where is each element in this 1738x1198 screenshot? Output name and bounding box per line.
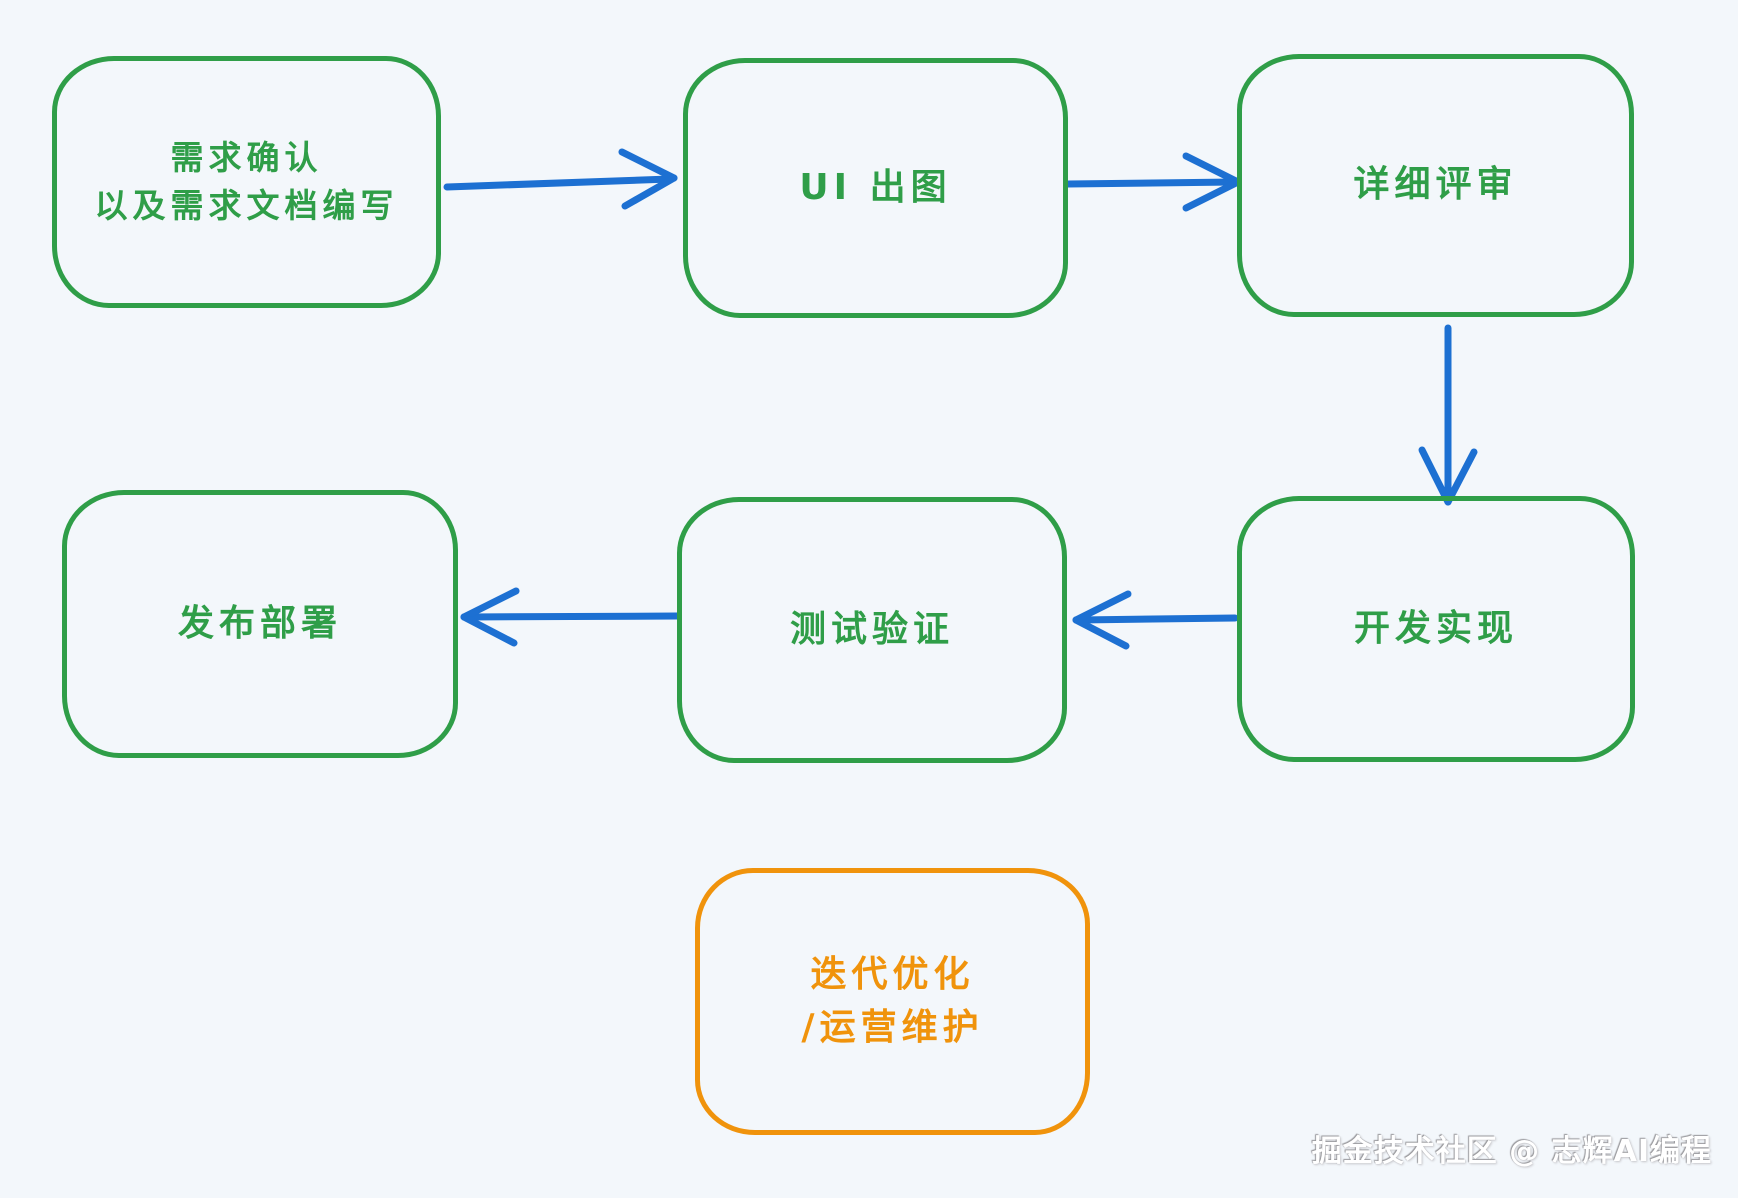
node-detailed-review-label: 详细评审 — [1353, 159, 1517, 211]
node-label-line: 迭代优化 — [810, 954, 975, 996]
node-label-line: 测试验证 — [789, 608, 954, 650]
node-ui-design[interactable]: UI 出图 — [683, 58, 1068, 318]
arrow-testing-to-deployment[interactable] — [460, 587, 681, 647]
node-iteration[interactable]: 迭代优化 /运营维护 — [695, 868, 1090, 1135]
node-label-line: /运营维护 — [801, 1006, 984, 1048]
node-label-line: 详细评审 — [1353, 164, 1518, 206]
node-requirements[interactable]: 需求确认 以及需求文档编写 — [52, 56, 441, 308]
node-label-line: UI 出图 — [799, 166, 952, 208]
node-label-line: 以及需求文档编写 — [94, 186, 399, 225]
node-detailed-review[interactable]: 详细评审 — [1237, 54, 1634, 317]
node-deployment-label: 发布部署 — [178, 598, 342, 650]
node-testing-label: 测试验证 — [790, 604, 954, 656]
arrow-requirements-to-ui-design[interactable] — [443, 148, 678, 210]
node-requirements-label: 需求确认 以及需求文档编写 — [95, 134, 399, 230]
node-deployment[interactable]: 发布部署 — [62, 490, 458, 758]
node-testing[interactable]: 测试验证 — [677, 497, 1067, 763]
node-label-line: 需求确认 — [170, 138, 323, 178]
watermark: 掘金技术社区 @ 志辉AI编程 — [1311, 1134, 1712, 1169]
node-label-line: 发布部署 — [177, 602, 342, 644]
arrow-ui-design-to-detailed-review[interactable] — [1064, 152, 1242, 212]
node-development[interactable]: 开发实现 — [1237, 496, 1635, 762]
node-iteration-label: 迭代优化 /运营维护 — [801, 949, 983, 1053]
arrow-development-to-testing[interactable] — [1072, 590, 1239, 650]
node-ui-design-label: UI 出图 — [799, 162, 951, 214]
node-development-label: 开发实现 — [1354, 603, 1518, 655]
node-label-line: 开发实现 — [1353, 607, 1518, 649]
arrow-detailed-review-to-development[interactable] — [1418, 324, 1478, 506]
